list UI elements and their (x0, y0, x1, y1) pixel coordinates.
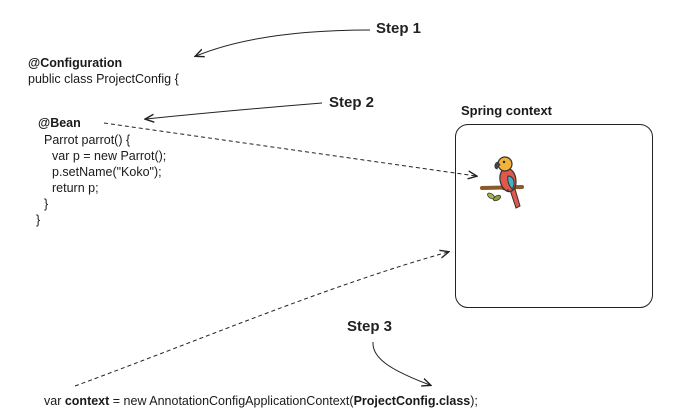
parrot-icon (480, 156, 524, 209)
method-closing-brace: } (44, 197, 49, 211)
context-variable: context (64, 394, 110, 408)
step-2-arrow (146, 102, 323, 119)
class-closing-brace: } (36, 213, 41, 227)
step-3-label: Step 3 (347, 318, 393, 335)
bean-annotation: @Bean (38, 116, 81, 130)
code-line-set-name: p.setName("Koko"); (52, 165, 162, 179)
config-class-argument: ProjectConfig.class (353, 394, 471, 408)
code-constructor-call: = new AnnotationConfigApplicationContext… (109, 394, 354, 408)
code-closing-paren: ); (470, 394, 478, 408)
spring-context-box (455, 124, 653, 308)
step-1-label: Step 1 (376, 20, 422, 37)
step-1-arrow (196, 29, 371, 56)
context-creation-line: var context = new AnnotationConfigApplic… (44, 393, 478, 409)
step-3-arrow (372, 341, 430, 385)
spring-context-label: Spring context (461, 103, 553, 118)
step-2-label: Step 2 (329, 94, 375, 111)
class-declaration: public class ProjectConfig { (28, 72, 179, 86)
code-line-new-parrot: var p = new Parrot(); (52, 149, 167, 163)
method-declaration: Parrot parrot() { (44, 133, 131, 147)
context-creation-arrow (74, 252, 448, 387)
code-var-keyword: var (44, 394, 65, 408)
code-line-return: return p; (52, 181, 99, 195)
configuration-annotation: @Configuration (28, 56, 123, 70)
